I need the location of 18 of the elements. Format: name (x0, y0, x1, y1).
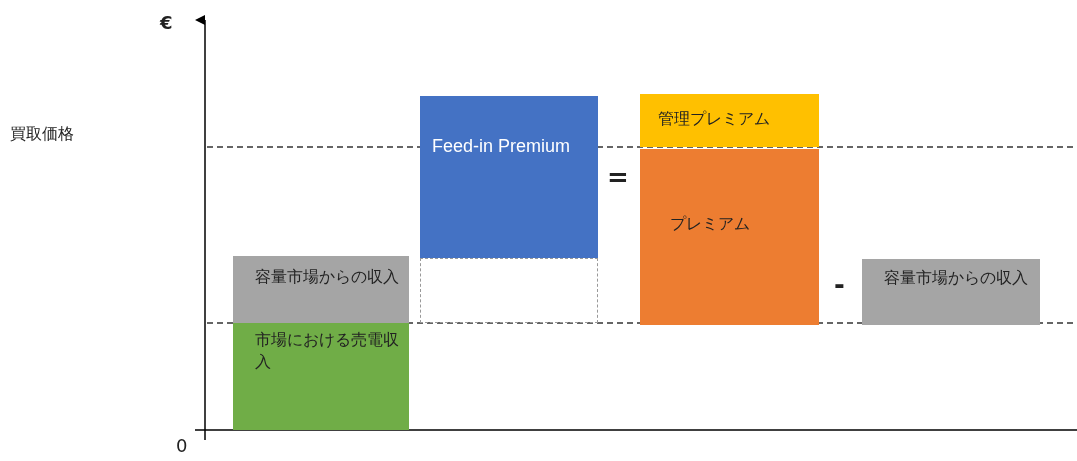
block-label: プレミアム (670, 213, 751, 235)
minus-sign: - (834, 270, 845, 300)
capacity-revenue-block (862, 259, 1040, 325)
block-label: 市場における売電収入 (255, 329, 400, 373)
feed-in-premium-block (420, 96, 598, 258)
axis-unit-label: € (160, 12, 173, 33)
block-label: 管理プレミアム (658, 108, 771, 130)
block-label: 容量市場からの収入 (884, 267, 1029, 289)
equals-sign: = (607, 162, 629, 192)
block-label: 容量市場からの収入 (255, 266, 400, 288)
premium-block (640, 149, 819, 325)
axis-value-label: 買取価格 (10, 124, 74, 145)
management-premium-block (640, 94, 819, 147)
origin-label: 0 (176, 435, 188, 456)
empty-dashed-block (420, 258, 598, 323)
market-revenue-block (233, 323, 409, 430)
capacity-revenue-block (233, 256, 409, 323)
block-label: Feed-in Premium (432, 135, 572, 158)
